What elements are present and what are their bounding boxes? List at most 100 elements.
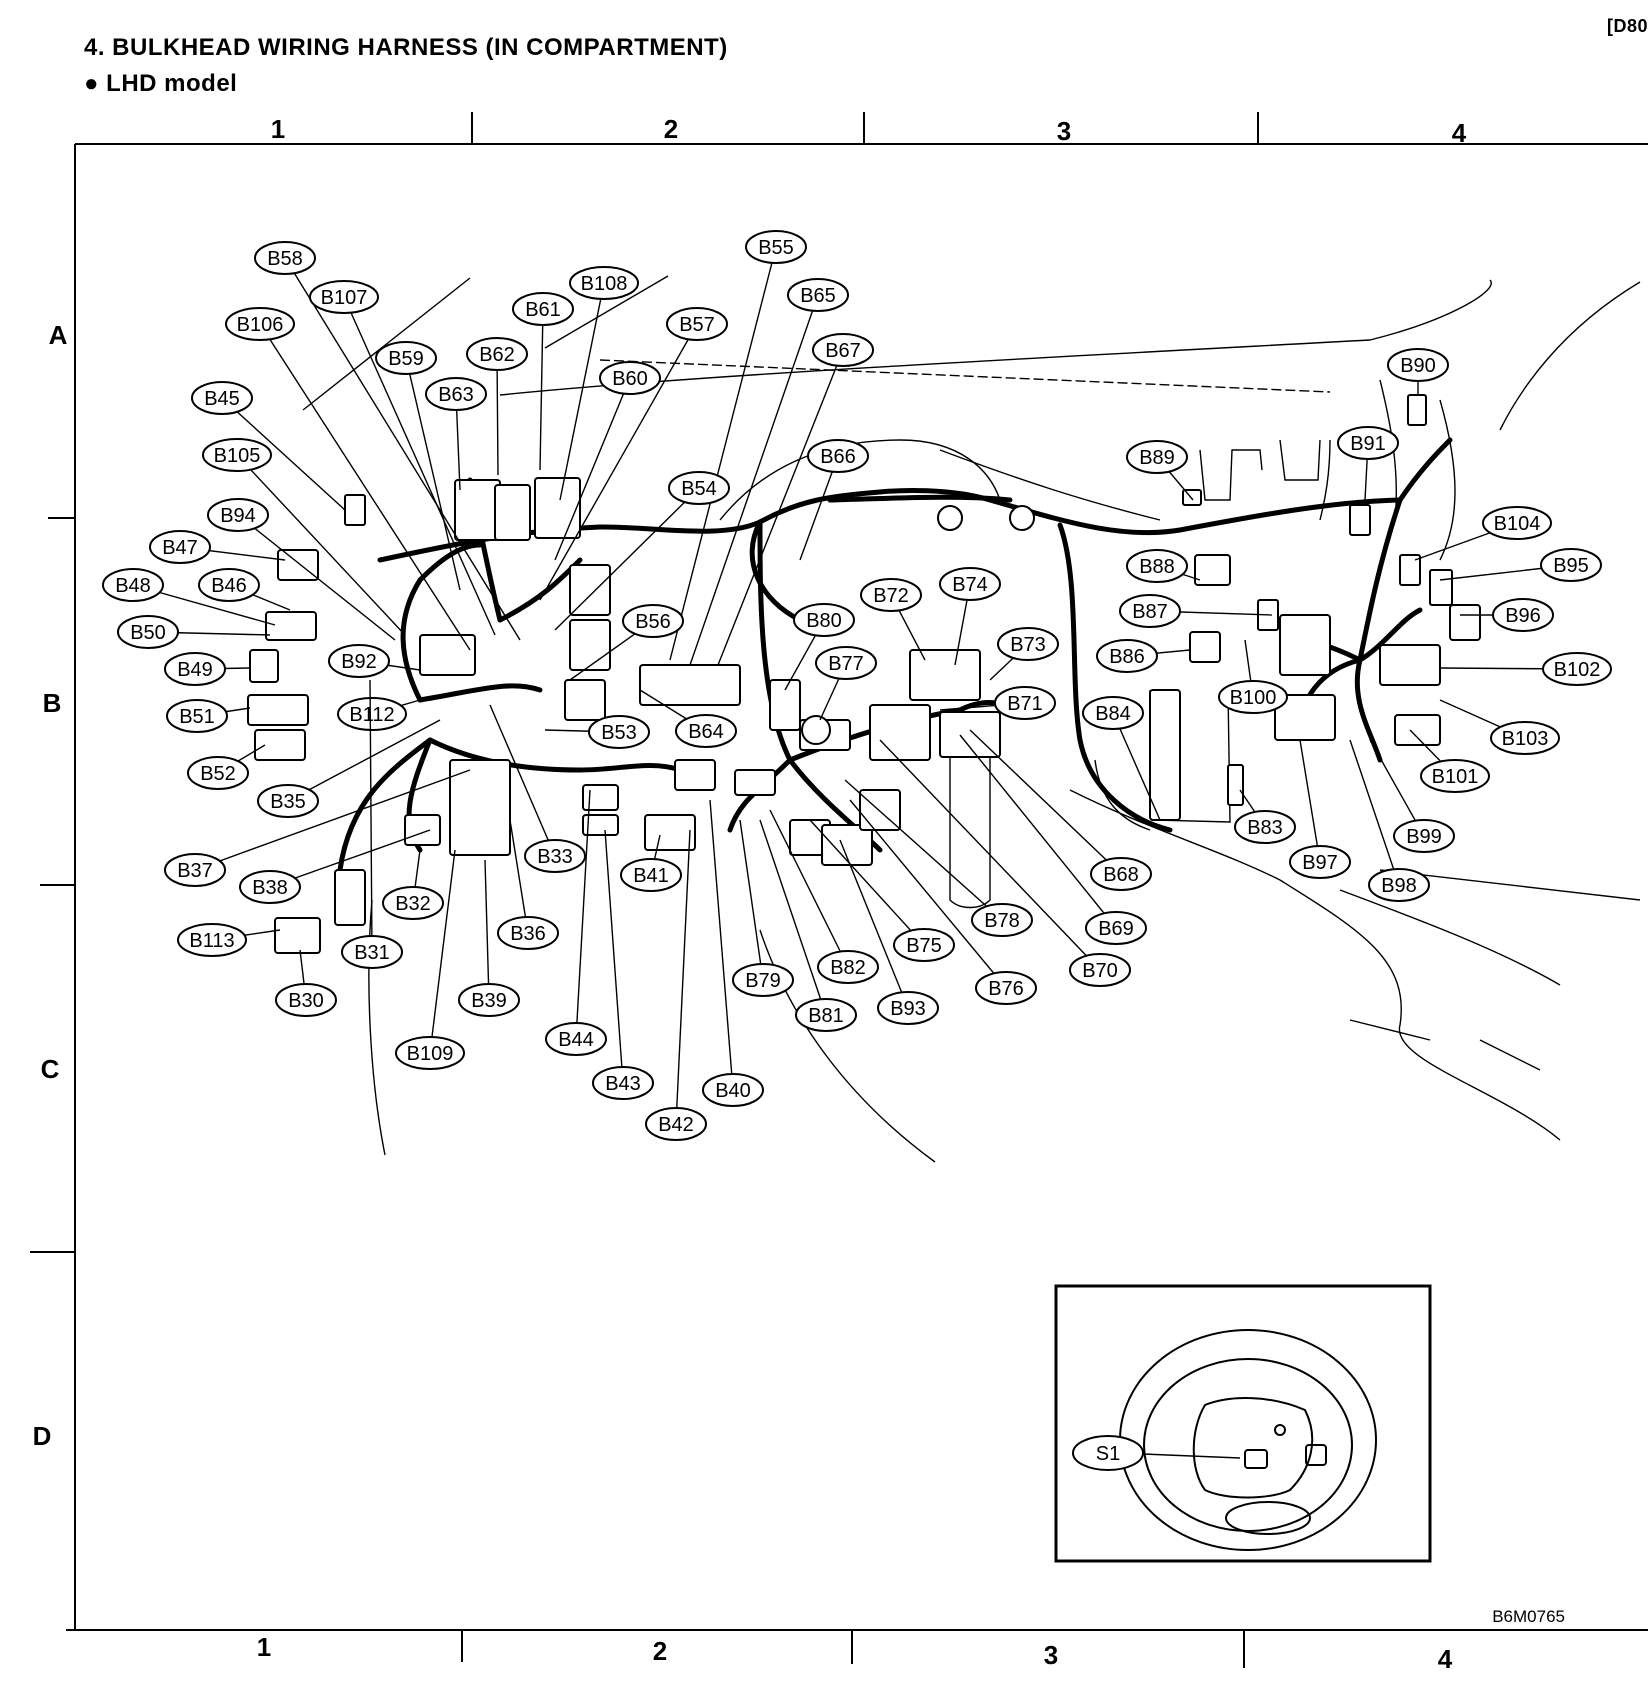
leader-line bbox=[809, 819, 925, 946]
connector-label: B41 bbox=[633, 865, 669, 887]
leader-line bbox=[769, 809, 849, 968]
connector-callout-b55: B55 bbox=[669, 230, 807, 661]
connector-callout-b86: B86 bbox=[1096, 639, 1191, 673]
callout-ellipse bbox=[1393, 819, 1455, 853]
connector-label: B37 bbox=[177, 860, 213, 882]
callout-ellipse bbox=[939, 567, 1001, 601]
connector-callout-b82: B82 bbox=[769, 809, 879, 984]
row-label: C bbox=[41, 1054, 60, 1084]
callout-ellipse bbox=[877, 991, 939, 1025]
connector-label: B31 bbox=[354, 942, 390, 964]
connector-label: B42 bbox=[658, 1114, 694, 1136]
leader-line bbox=[554, 487, 700, 631]
connector-callout-b48: B48 bbox=[102, 568, 276, 626]
callout-ellipse bbox=[860, 578, 922, 612]
connector-callout-b94: B94 bbox=[207, 498, 396, 641]
callout-ellipse bbox=[1126, 440, 1188, 474]
connector-callout-b47: B47 bbox=[149, 530, 286, 564]
callout-ellipse bbox=[425, 377, 487, 411]
callout-ellipse bbox=[177, 923, 247, 957]
connector-label: B105 bbox=[214, 445, 261, 467]
leader-line bbox=[236, 454, 406, 636]
callout-ellipse bbox=[257, 784, 319, 818]
leader-line bbox=[709, 799, 734, 1091]
connector-callout-b92: B92 bbox=[328, 644, 421, 678]
callout-ellipse bbox=[994, 686, 1056, 720]
connector-label: B71 bbox=[1007, 693, 1043, 715]
callout-ellipse bbox=[1234, 810, 1296, 844]
leader-line bbox=[237, 514, 396, 641]
connector-callout-b87: B87 bbox=[1119, 594, 1273, 628]
connector-label: B49 bbox=[177, 659, 213, 681]
connector-callout-b79: B79 bbox=[732, 819, 794, 997]
grid-row-labels: A B C D bbox=[33, 320, 68, 1451]
leader-line bbox=[484, 859, 490, 1001]
connector-label: B70 bbox=[1082, 960, 1118, 982]
connector-label: B54 bbox=[681, 478, 717, 500]
callout-ellipse bbox=[497, 916, 559, 950]
callout-ellipse bbox=[622, 604, 684, 638]
callout-ellipse bbox=[309, 280, 379, 314]
column-label: 1 bbox=[271, 114, 285, 144]
connector-label: B51 bbox=[179, 706, 215, 728]
callout-ellipse bbox=[1492, 598, 1554, 632]
connector-label: B59 bbox=[388, 348, 424, 370]
connector-callout-b54: B54 bbox=[554, 471, 730, 631]
connector-label: B87 bbox=[1132, 601, 1168, 623]
connector-callout-b90: B90 bbox=[1387, 348, 1449, 395]
callout-ellipse bbox=[1542, 652, 1612, 686]
connector-callout-b70: B70 bbox=[879, 739, 1131, 987]
connector-label: B74 bbox=[952, 574, 988, 596]
connector-label: B99 bbox=[1406, 826, 1442, 848]
callout-ellipse bbox=[524, 839, 586, 873]
connector-callout-b39: B39 bbox=[458, 859, 520, 1017]
callout-ellipse bbox=[1090, 857, 1152, 891]
column-label: 2 bbox=[664, 114, 678, 144]
connector-callout-b33: B33 bbox=[489, 704, 586, 873]
diagram-frame bbox=[30, 112, 1648, 1668]
connector-label: B60 bbox=[612, 368, 648, 390]
connector-callout-b71: B71 bbox=[939, 686, 1056, 720]
connector-callout-b89: B89 bbox=[1126, 440, 1194, 501]
leader-line bbox=[539, 308, 544, 471]
connector-callout-b40: B40 bbox=[702, 799, 764, 1107]
connector-label: B38 bbox=[252, 877, 288, 899]
callout-ellipse bbox=[1126, 549, 1188, 583]
connector-callout-b78: B78 bbox=[844, 779, 1033, 937]
connector-callout-b45: B45 bbox=[191, 381, 346, 511]
connector-label: B57 bbox=[679, 314, 715, 336]
leader-line bbox=[969, 729, 1122, 875]
connector-label: B73 bbox=[1010, 634, 1046, 656]
callout-ellipse bbox=[337, 697, 407, 731]
leader-line bbox=[269, 829, 431, 888]
column-label: 1 bbox=[257, 1632, 271, 1662]
callout-ellipse bbox=[254, 241, 316, 275]
leader-line bbox=[849, 799, 1007, 989]
connector-callout-b77: B77 bbox=[815, 646, 877, 721]
connector-callout-b42: B42 bbox=[645, 829, 707, 1141]
connector-callout-b59: B59 bbox=[375, 341, 461, 591]
leader-line bbox=[1299, 739, 1321, 863]
callout-ellipse bbox=[191, 381, 253, 415]
connector-callout-b99: B99 bbox=[1369, 739, 1455, 853]
connector-label: B62 bbox=[479, 344, 515, 366]
callout-ellipse bbox=[117, 615, 179, 649]
inset-frame bbox=[1054, 1284, 1432, 1563]
connector-callout-b62: B62 bbox=[466, 337, 528, 476]
connector-label: B68 bbox=[1103, 864, 1139, 886]
connector-label: B66 bbox=[820, 446, 856, 468]
connector-label: B56 bbox=[635, 611, 671, 633]
connector-label: B98 bbox=[1381, 875, 1417, 897]
connector-label: B78 bbox=[984, 910, 1020, 932]
leader-line bbox=[959, 734, 1117, 929]
callout-ellipse bbox=[341, 935, 403, 969]
connector-label: B36 bbox=[510, 923, 546, 945]
connector-callout-b96: B96 bbox=[1460, 598, 1554, 632]
connector-callout-b41: B41 bbox=[620, 834, 682, 892]
connector-callout-b83: B83 bbox=[1234, 789, 1296, 844]
connector-callout-b98: B98 bbox=[1349, 739, 1430, 902]
connector-callout-b113: B113 bbox=[177, 923, 281, 957]
connector-label: B69 bbox=[1098, 918, 1134, 940]
connector-callout-b81: B81 bbox=[759, 819, 857, 1032]
connector-label: B79 bbox=[745, 970, 781, 992]
